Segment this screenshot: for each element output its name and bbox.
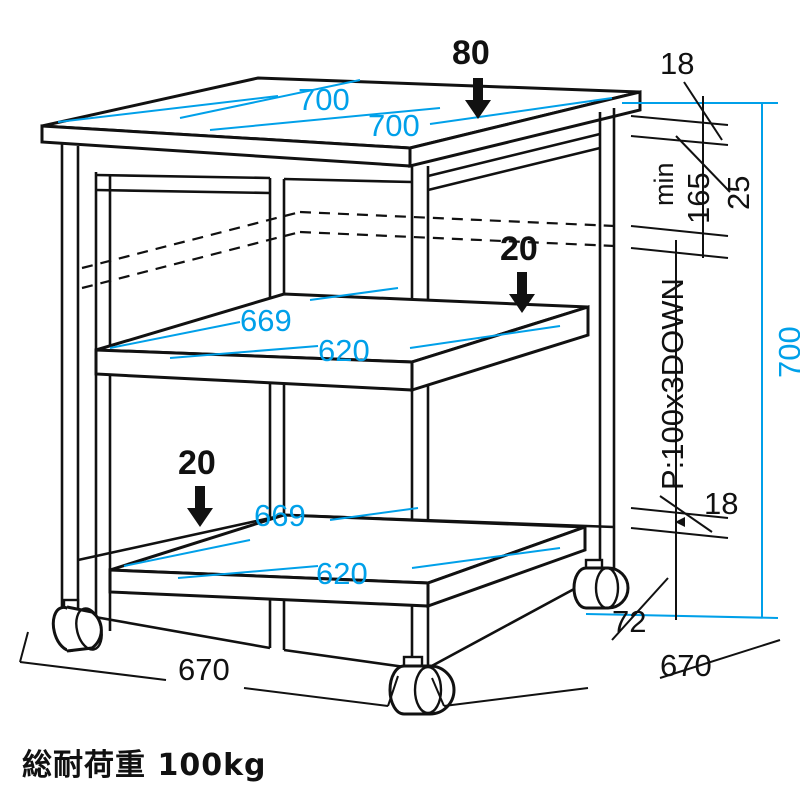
dim-pitch-note: P:100x3DOWN	[655, 278, 690, 490]
total-load-capacity-note: 総耐荷重 100kg	[22, 748, 267, 783]
post-rear-left	[60, 142, 80, 614]
dim-lower-thickness: 18	[704, 486, 739, 521]
top-board	[40, 76, 642, 168]
mid-shelf-hidden-lines	[81, 210, 616, 290]
blue-dimension-lines	[57, 79, 779, 619]
dim-bottom-shelf-width: 620	[316, 556, 368, 591]
load-label-bottom: 20	[178, 444, 216, 482]
dim-top-depth: 700	[298, 82, 350, 117]
dim-overall-height: 700	[772, 326, 800, 378]
frame-rail-upper	[95, 132, 601, 195]
load-arrow-mid	[509, 272, 535, 313]
dim-front-width: 670	[178, 652, 230, 687]
dim-pitch-min-label: min	[649, 162, 679, 206]
frame-rail-rear-bottom	[77, 513, 615, 562]
post-rear-right	[598, 108, 616, 575]
load-arrow-bottom	[187, 486, 213, 527]
dim-shelf-board-thickness: 25	[721, 175, 756, 210]
load-arrow-top	[465, 78, 491, 119]
post-front-left	[94, 172, 112, 631]
dim-pitch-min-value: 165	[681, 172, 716, 224]
black-dimension-lines	[19, 81, 781, 707]
dim-top-thickness: 18	[660, 46, 695, 81]
dim-bottom-shelf-depth: 669	[254, 498, 306, 533]
dim-mid-shelf-depth: 669	[240, 303, 292, 338]
caster-right	[572, 558, 630, 610]
load-label-top: 80	[452, 34, 490, 72]
dim-side-depth: 670	[660, 648, 712, 683]
dim-mid-shelf-width: 620	[318, 333, 370, 368]
dim-caster-height: 72	[612, 604, 647, 639]
dim-top-width: 700	[368, 108, 420, 143]
caster-front-left	[51, 598, 103, 653]
cart-geometry	[40, 76, 642, 716]
load-label-mid: 20	[500, 230, 538, 268]
